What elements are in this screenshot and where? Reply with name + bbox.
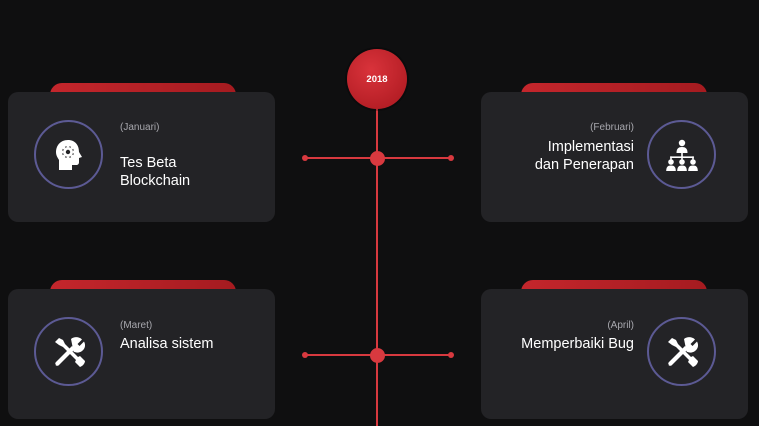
event-title-line: Memperbaiki Bug [521, 336, 634, 352]
connector-end-dot [302, 352, 308, 358]
event-card-body: (April) Memperbaiki Bug [481, 289, 748, 419]
tools-icon [52, 335, 86, 369]
event-card-body: (Februari) Implementasi dan Penerapan [481, 92, 748, 222]
timeline-node-1 [370, 151, 385, 166]
event-title-line: Analisa sistem [120, 336, 214, 352]
timeline-node-2 [370, 348, 385, 363]
event-month: (Februari) [590, 122, 634, 133]
brain-gear-icon [53, 138, 85, 172]
event-card-body: (Maret) Analisa sistem [8, 289, 275, 419]
icon-ring [647, 317, 716, 386]
team-hierarchy-icon [664, 138, 700, 172]
event-month: (April) [607, 320, 634, 331]
event-card-april: (April) Memperbaiki Bug [481, 280, 748, 420]
connector-end-dot [448, 352, 454, 358]
event-title-line: Tes Beta [120, 155, 177, 171]
event-card-body: (Januari) Tes Beta Blockchain [8, 92, 275, 222]
event-title: Memperbaiki Bug [504, 335, 634, 353]
event-card-maret: (Maret) Analisa sistem [8, 280, 275, 420]
tools-icon [665, 335, 699, 369]
timeline-vertical-line [376, 100, 378, 426]
connector-end-dot [448, 155, 454, 161]
year-label: 2018 [366, 73, 388, 85]
event-title: Tes Beta Blockchain [120, 154, 250, 190]
icon-ring [34, 317, 103, 386]
event-title-line: Implementasi [547, 139, 634, 155]
icon-ring [34, 120, 103, 189]
event-title-line: Blockchain [120, 173, 191, 189]
event-card-februari: (Februari) Implementasi dan Penerapan [481, 83, 748, 223]
connector-end-dot [302, 155, 308, 161]
event-month: (Januari) [120, 122, 160, 133]
event-title-line: dan Penerapan [534, 157, 634, 173]
year-badge: 2018 [347, 49, 407, 109]
icon-ring [647, 120, 716, 189]
event-month: (Maret) [120, 320, 153, 331]
event-title: Analisa sistem [120, 335, 250, 353]
event-card-januari: (Januari) Tes Beta Blockchain [8, 83, 275, 223]
event-title: Implementasi dan Penerapan [504, 138, 634, 174]
